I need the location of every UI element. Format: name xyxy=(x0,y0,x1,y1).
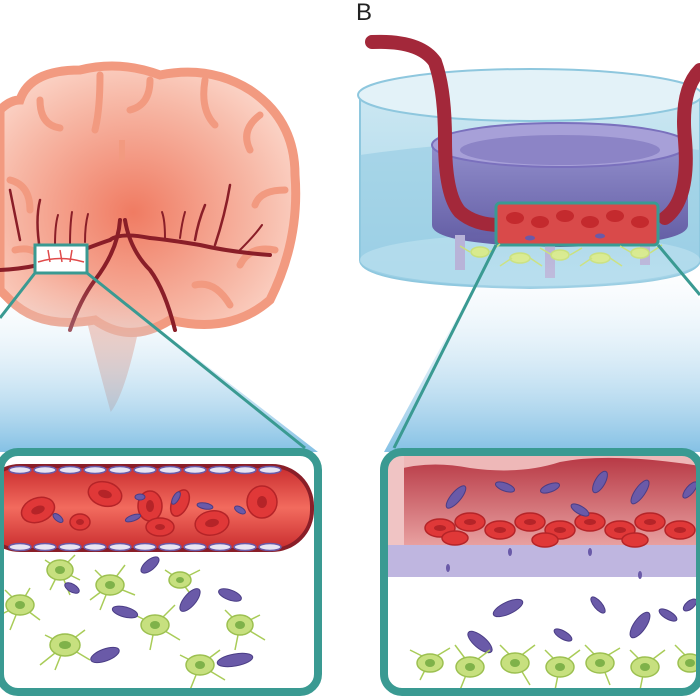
porous-membrane xyxy=(384,545,700,577)
panel-b-label: B xyxy=(356,0,372,26)
endothelial-cells xyxy=(8,465,282,552)
microbe-icon xyxy=(52,491,246,523)
perfusion-tubing-icon xyxy=(365,34,700,232)
inset-vessels-mini xyxy=(37,249,85,263)
left-detail-panel xyxy=(0,448,322,696)
device-inset-cells xyxy=(506,210,649,241)
red-blood-cell-icon xyxy=(20,480,278,537)
right-detail-panel xyxy=(380,448,700,696)
zoom-region-left xyxy=(0,273,318,452)
zoom-region-right xyxy=(384,245,700,452)
